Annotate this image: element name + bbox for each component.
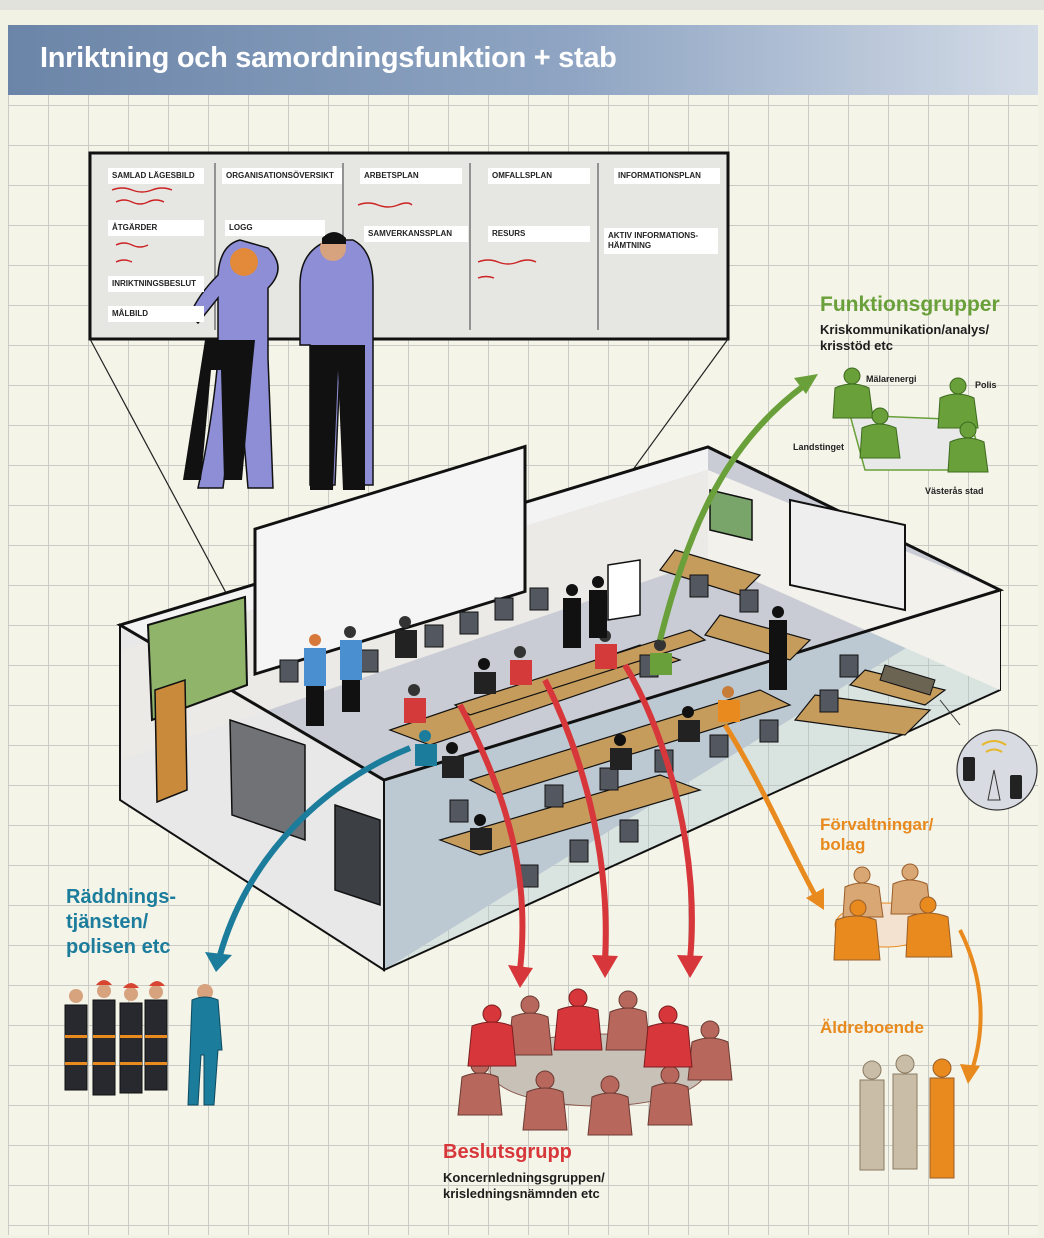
beslutsgrupp-subtitle: Koncernledningsgruppen/ krisledningsnämn… bbox=[443, 1170, 605, 1201]
top-strip bbox=[0, 0, 1044, 10]
arrows bbox=[205, 374, 983, 1084]
header-banner bbox=[8, 25, 1038, 95]
wb-label-logg: LOGG bbox=[225, 220, 325, 236]
member-landstinget: Landstinget bbox=[793, 442, 844, 452]
forvaltningar-title: Förvaltningar/ bolag bbox=[820, 815, 934, 855]
arrow-red-2 bbox=[542, 678, 609, 961]
arrow-green bbox=[657, 382, 807, 641]
wb-label-omfallsplan: OMFALLSPLAN bbox=[488, 168, 590, 184]
arrow-orange-2 bbox=[958, 929, 983, 1071]
funktionsgrupper-scene bbox=[832, 367, 989, 473]
funktionsgrupper-title: Funktionsgrupper bbox=[820, 293, 1000, 316]
page-title: Inriktning och samordningsfunktion + sta… bbox=[40, 42, 617, 74]
wb-label-samverkansplan: SAMVERKANSSPLAN bbox=[364, 226, 468, 242]
funktionsgrupper-subtitle: Kriskommunikation/analys/ krisstöd etc bbox=[820, 322, 990, 353]
wb-label-organisationsoversikt: ORGANISATIONSÖVERSIKT bbox=[222, 168, 342, 184]
member-malarenergi: Mälarenergi bbox=[866, 374, 917, 384]
beslutsgrupp-scene bbox=[457, 988, 733, 1136]
wb-label-aktiv-informationshamtning: AKTIV INFORMATIONS- HÄMTNING bbox=[604, 228, 718, 254]
wb-label-inriktningsbeslut: INRIKTNINGSBESLUT bbox=[108, 276, 204, 292]
arrow-blue bbox=[217, 745, 412, 956]
member-vasteras-stad: Västerås stad bbox=[925, 486, 984, 496]
aldreboende-title: Äldreboende bbox=[820, 1018, 924, 1037]
people-at-whiteboard bbox=[183, 232, 374, 490]
raddningstjansten-title: Räddnings- tjänsten/ polisen etc bbox=[66, 886, 176, 958]
wb-label-samlad-lagesbild: SAMLAD LÄGESBILD bbox=[108, 168, 204, 184]
arrow-red-1 bbox=[457, 703, 526, 971]
arrow-orange-1 bbox=[722, 723, 818, 897]
wb-label-informationsplan: INFORMATIONSPLAN bbox=[614, 168, 720, 184]
wb-label-malbild: MÅLBILD bbox=[108, 306, 204, 322]
beslutsgrupp-title: Beslutsgrupp bbox=[443, 1141, 572, 1163]
wb-label-resurs: RESURS bbox=[488, 226, 590, 242]
member-polis: Polis bbox=[975, 380, 997, 390]
arrow-red-3 bbox=[622, 663, 695, 961]
wb-label-arbetsplan: ARBETSPLAN bbox=[360, 168, 462, 184]
forvaltningar-scene bbox=[833, 863, 953, 961]
aldreboende-scene bbox=[859, 1054, 955, 1179]
wb-label-atgarder: ÅTGÄRDER bbox=[108, 220, 204, 236]
radio-icon-circle bbox=[939, 699, 1038, 811]
raddningstjansten-scene bbox=[64, 980, 223, 1106]
